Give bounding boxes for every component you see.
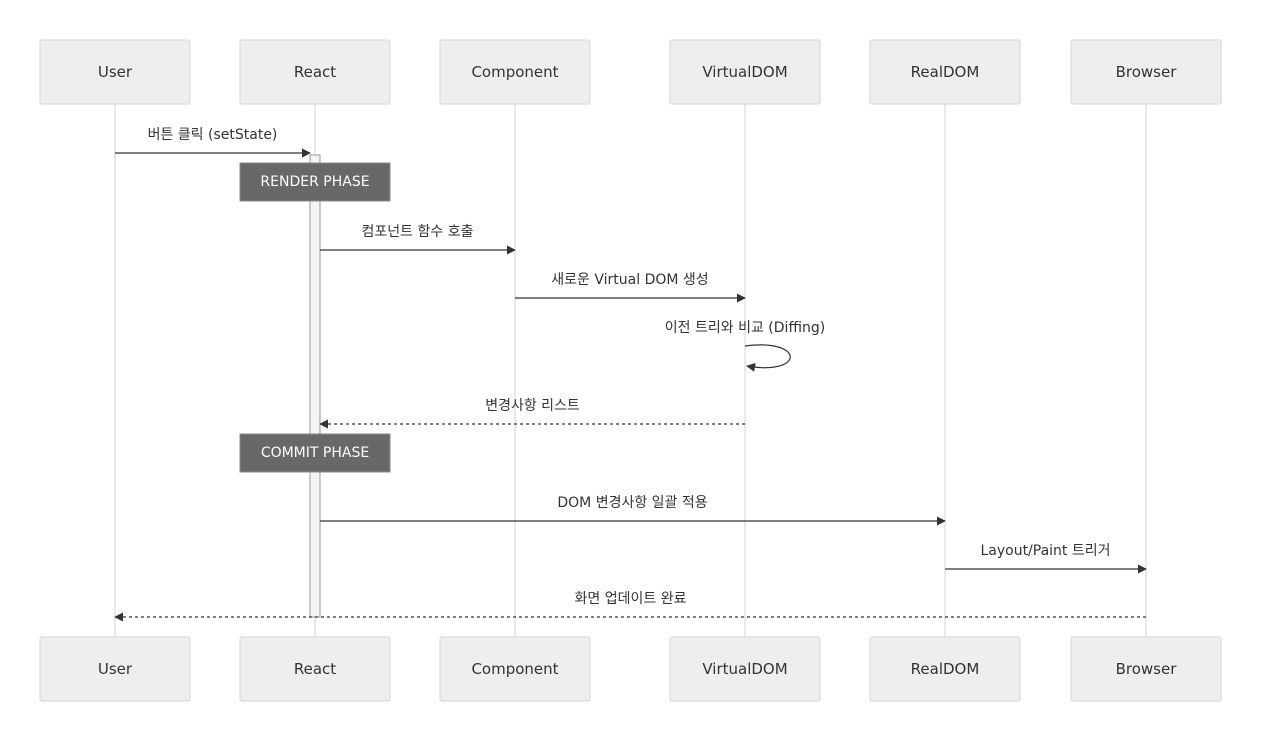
message-label: Layout/Paint 트리거 <box>980 543 1110 559</box>
message-create-vdom: 새로운 Virtual DOM 생성 <box>515 272 746 303</box>
actor-react-bottom: React <box>239 636 391 702</box>
phase-note-box <box>239 433 391 473</box>
actor-label: Browser <box>1116 660 1178 678</box>
actor-virtualdom-bottom: VirtualDOM <box>669 636 821 702</box>
phase-note-label: COMMIT PHASE <box>261 445 369 461</box>
actor-label: VirtualDOM <box>702 63 787 81</box>
actor-realdom-bottom: RealDOM <box>869 636 1021 702</box>
actor-box <box>439 39 591 105</box>
activations <box>309 154 321 618</box>
actor-label: VirtualDOM <box>702 660 787 678</box>
actor-label: RealDOM <box>911 660 980 678</box>
actor-box <box>869 636 1021 702</box>
actor-browser-top: Browser <box>1070 39 1222 105</box>
actor-label: Component <box>471 63 558 81</box>
phase-note-label: RENDER PHASE <box>260 174 369 190</box>
actor-box <box>669 636 821 702</box>
actor-react-top: React <box>239 39 391 105</box>
actor-label: React <box>294 660 336 678</box>
commit-phase-note: COMMIT PHASE <box>239 433 391 473</box>
actor-box <box>1070 636 1222 702</box>
render-phase-note: RENDER PHASE <box>239 162 391 202</box>
actor-box <box>439 636 591 702</box>
actor-label: User <box>98 660 133 678</box>
actor-user-bottom: User <box>39 636 191 702</box>
message-click: 버튼 클릭 (setState) <box>115 127 311 158</box>
message-apply-dom: DOM 변경사항 일괄 적용 <box>320 495 946 526</box>
message-change-list: 변경사항 리스트 <box>319 398 745 429</box>
actors: UserUserReactReactComponentComponentVirt… <box>39 39 1222 702</box>
actor-box <box>1070 39 1222 105</box>
actor-box <box>669 39 821 105</box>
message-update-done: 화면 업데이트 완료 <box>114 591 1146 622</box>
actor-label: RealDOM <box>911 63 980 81</box>
message-label: 버튼 클릭 (setState) <box>148 127 278 143</box>
message-call-component: 컴포넌트 함수 호출 <box>320 224 516 255</box>
activation-bar-react <box>309 154 321 618</box>
phase-note-box <box>239 162 391 202</box>
message-diffing: 이전 트리와 비교 (Diffing) <box>665 320 825 372</box>
actor-label: User <box>98 63 133 81</box>
actor-component-bottom: Component <box>439 636 591 702</box>
message-layout-paint: Layout/Paint 트리거 <box>945 543 1147 574</box>
actor-box <box>869 39 1021 105</box>
actor-label: Browser <box>1116 63 1178 81</box>
message-label: 이전 트리와 비교 (Diffing) <box>665 320 825 336</box>
actor-browser-bottom: Browser <box>1070 636 1222 702</box>
actor-label: React <box>294 63 336 81</box>
message-label: 화면 업데이트 완료 <box>575 591 687 607</box>
actor-component-top: Component <box>439 39 591 105</box>
message-label: 변경사항 리스트 <box>485 398 580 414</box>
actor-box <box>39 39 191 105</box>
actor-user-top: User <box>39 39 191 105</box>
actor-box <box>239 39 391 105</box>
actor-virtualdom-top: VirtualDOM <box>669 39 821 105</box>
message-arrow <box>744 344 791 372</box>
message-label: DOM 변경사항 일괄 적용 <box>557 495 707 511</box>
message-label: 새로운 Virtual DOM 생성 <box>551 272 708 288</box>
actor-realdom-top: RealDOM <box>869 39 1021 105</box>
actor-box <box>39 636 191 702</box>
message-label: 컴포넌트 함수 호출 <box>362 224 474 240</box>
actor-box <box>239 636 391 702</box>
actor-label: Component <box>471 660 558 678</box>
phase-notes: RENDER PHASE COMMIT PHASE <box>239 162 391 473</box>
